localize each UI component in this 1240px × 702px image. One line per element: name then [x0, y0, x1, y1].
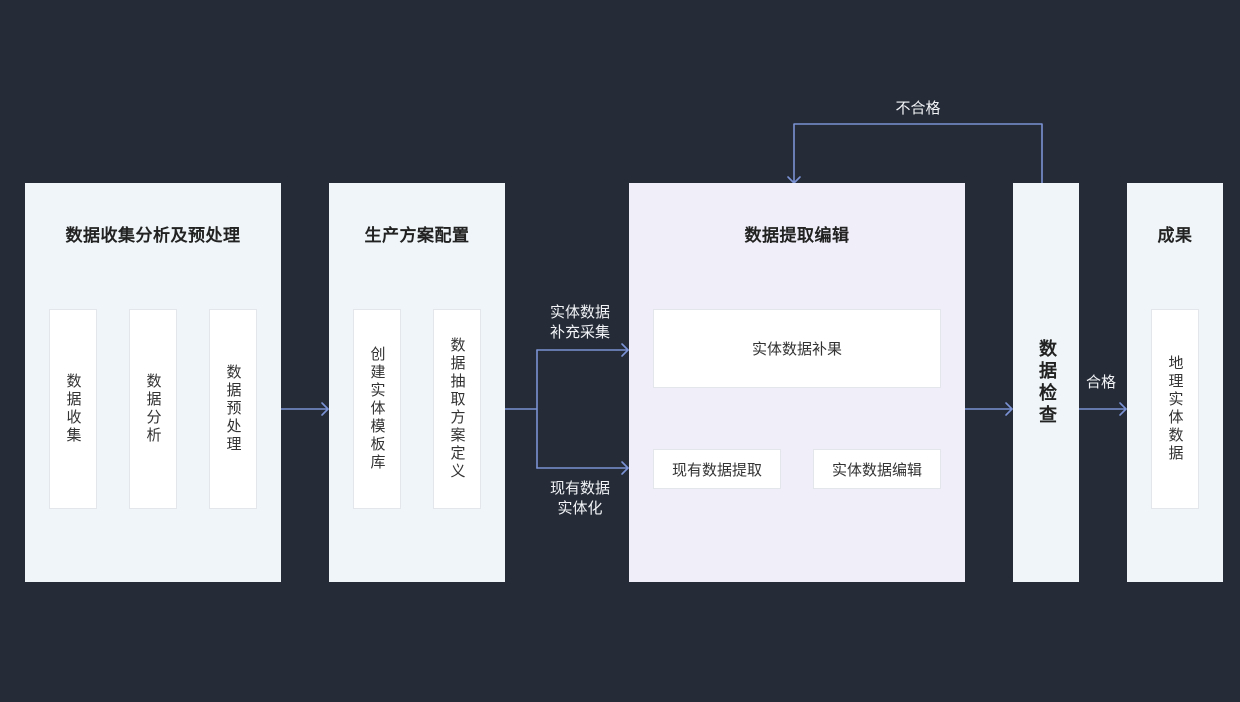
step-label: 数据分析 — [144, 373, 163, 445]
stage-result: 成果 地理实体数据 — [1127, 183, 1223, 582]
check-label: 数据检查 — [1036, 338, 1057, 427]
step-create-template: 创建实体模板库 — [353, 309, 401, 509]
edge-label-line: 补充采集 — [549, 323, 610, 341]
step-entity-supplement: 实体数据补果 — [653, 309, 941, 388]
stage-production-config: 生产方案配置 创建实体模板库 数据抽取方案定义 — [329, 183, 505, 582]
step-data-collect: 数据收集 — [49, 309, 97, 509]
result-geo-entity-data: 地理实体数据 — [1151, 309, 1199, 509]
step-label: 创建实体模板库 — [368, 346, 387, 472]
step-existing-extract: 现有数据提取 — [653, 449, 781, 489]
step-extraction-scheme: 数据抽取方案定义 — [433, 309, 481, 509]
edge-label-line: 现有数据 — [549, 479, 610, 497]
step-label: 数据抽取方案定义 — [448, 337, 467, 481]
stage-data-collection: 数据收集分析及预处理 数据收集 数据分析 数据预处理 — [25, 183, 281, 582]
arrow-stage2-branch — [504, 349, 538, 469]
stage-title: 成果 — [1157, 226, 1193, 246]
step-data-preprocess: 数据预处理 — [209, 309, 257, 509]
stage-data-extraction: 数据提取编辑 实体数据补果 现有数据提取 实体数据编辑 — [629, 183, 965, 582]
arrow-fail-loop — [793, 123, 1043, 184]
stage-data-check: 数据检查 — [1013, 183, 1079, 582]
step-entity-edit: 实体数据编辑 — [813, 449, 941, 489]
step-label: 实体数据编辑 — [831, 460, 922, 479]
stage-title: 数据收集分析及预处理 — [65, 226, 241, 246]
edge-label-fail: 不合格 — [895, 99, 941, 117]
edge-label-line: 实体化 — [557, 499, 603, 517]
edge-label-materialize: 现有数据 实体化 — [536, 478, 624, 518]
step-label: 数据预处理 — [224, 364, 243, 454]
edge-label-supplement: 实体数据 补充采集 — [536, 302, 624, 342]
edge-label-pass: 合格 — [1085, 373, 1116, 391]
step-label: 现有数据提取 — [671, 460, 762, 479]
stage-title: 数据提取编辑 — [744, 226, 850, 246]
result-label: 地理实体数据 — [1166, 355, 1185, 463]
step-label: 数据收集 — [64, 373, 83, 445]
step-data-analyze: 数据分析 — [129, 309, 177, 509]
stage-title: 生产方案配置 — [364, 226, 470, 246]
edge-label-line: 实体数据 — [549, 303, 610, 321]
step-label: 实体数据补果 — [751, 340, 842, 358]
